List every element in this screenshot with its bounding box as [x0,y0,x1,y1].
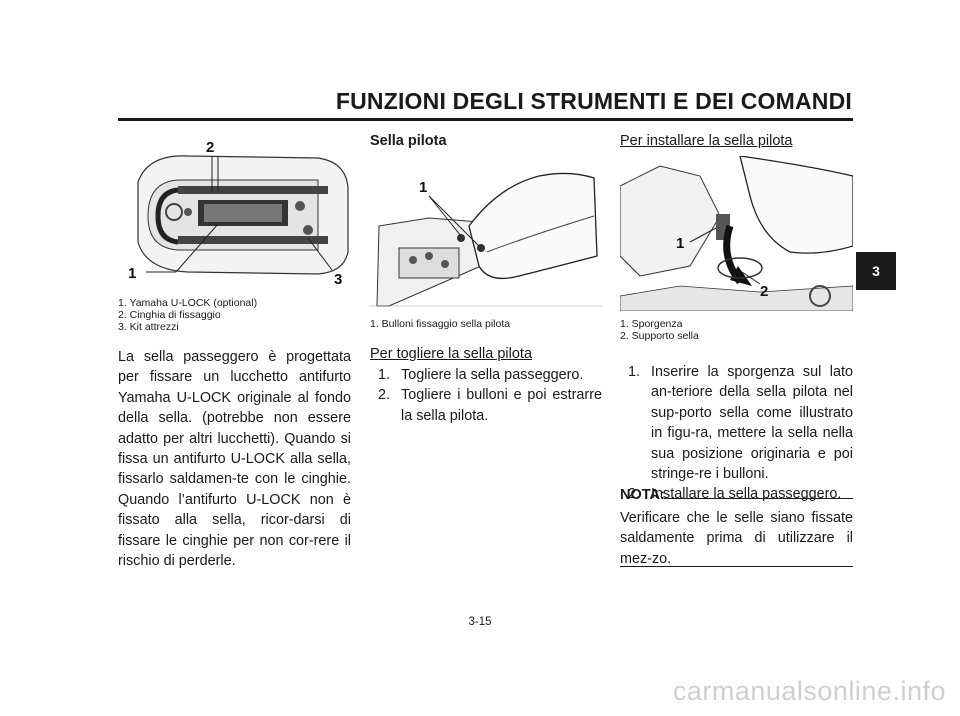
caption-line: 1. Yamaha U-LOCK (optional) [118,297,258,309]
nota-rule [664,498,853,499]
nota-label: NOTA: [620,487,665,503]
subheading-remove-rider-seat: Per togliere la sella pilota [370,346,533,362]
nota-bottom-rule [620,566,853,567]
figure-seat-install: 1 2 [620,156,853,311]
nota-text: Verificare che le selle siano fissate sa… [620,510,853,567]
install-steps-list: 1. Inserire la sporgenza sul lato an-teri… [628,362,853,505]
step-number: 1. [628,364,641,380]
figure-passenger-seat: 2 1 3 [118,132,354,292]
caption-line: 3. Kit attrezzi [118,321,179,333]
list-item: 1. Togliere la sella passeggero. [378,365,602,385]
remove-steps-list: 1. Togliere la sella passeggero. 2. Toglie… [378,365,602,426]
figure1-callout-3: 3 [334,271,342,288]
figure1-caption: 1. Yamaha U-LOCK (optional) 2. Cinghia d… [118,297,354,333]
step-text: Togliere la sella passeggero. [401,367,584,383]
subheading-install-rider-seat: Per installare la sella pilota [620,133,793,149]
caption-line: 2. Supporto sella [620,330,699,342]
passenger-seat-paragraph: La sella passeggero è progettata per fis… [118,349,351,570]
figure3-callout-1: 1 [676,235,684,252]
caption-line: 2. Cinghia di fissaggio [118,309,221,321]
page-header-title: FUNZIONI DEGLI STRUMENTI E DEI COMANDI [335,88,852,114]
step-text: Togliere i bulloni e poi estrarre la sel… [401,387,602,424]
page-number: 3-15 [468,616,492,628]
figure3-caption: 1. Sporgenza 2. Supporto sella [620,318,853,342]
watermark[interactable]: carmanualsonline.info [672,676,946,706]
step-number: 1. [378,367,391,383]
figure3-callout-2: 2 [760,283,768,300]
figure2-caption: 1. Bulloni fissaggio sella pilota [370,318,511,330]
caption-line: 1. Sporgenza [620,318,683,330]
step-text: Installare la sella passeggero. [651,486,842,503]
chapter-tab[interactable]: 3 [856,252,896,290]
step-text: Inserire la sporgenza sul lato an-terior… [651,364,853,483]
figure2-callout-1: 1 [419,179,427,196]
step-number: 2. [628,486,641,503]
figure1-callout-1: 1 [128,265,136,282]
list-item: 2. Togliere i bulloni e poi estrarre la s… [378,385,602,426]
figure1-callout-2: 2 [206,139,214,156]
list-item: 1. Inserire la sporgenza sul lato an-teri… [628,362,853,484]
header-rule [118,118,853,121]
figure-rider-seat-bolts: 1 [369,156,602,311]
section-heading-sella-pilota: Sella pilota [370,133,447,149]
step-number: 2. [378,387,391,404]
